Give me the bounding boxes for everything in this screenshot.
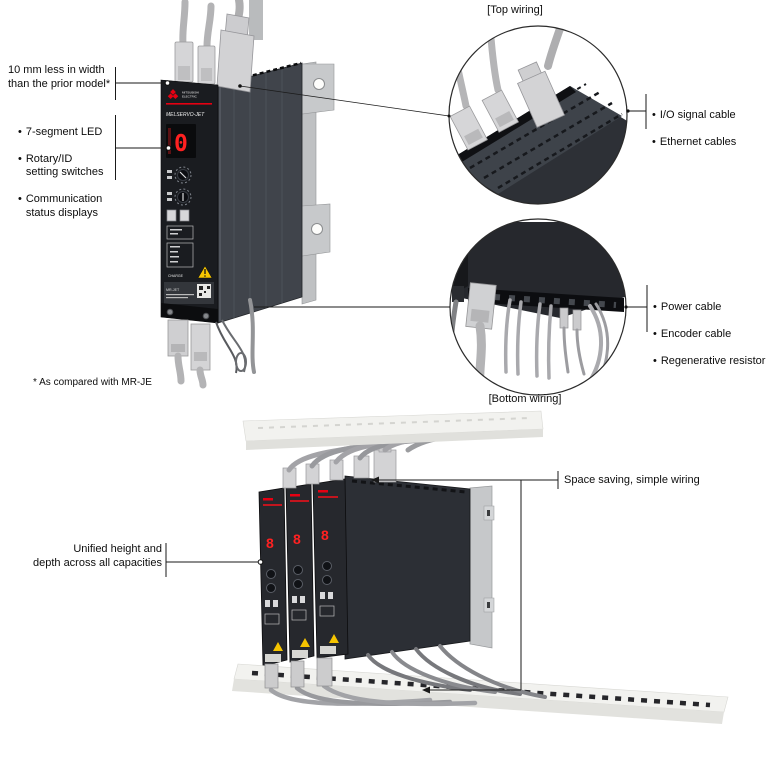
mitsubishi-logo-icon [167, 89, 179, 100]
red-accent-line [166, 103, 212, 105]
charge-label: CHARGE [168, 274, 184, 278]
bullet: • [652, 135, 656, 148]
bullet: • [653, 327, 657, 340]
brand-text-1: MITSUBISHI [182, 91, 199, 95]
io-port [179, 209, 190, 222]
wiring-item: • I/O signal cable [652, 108, 736, 121]
seven-segment-display: 0 [166, 124, 196, 158]
feature-item: • 7-segment LED [18, 125, 103, 138]
feature-item: • Rotary/ID setting switches [18, 152, 104, 179]
unified-label: Unified height and depth across all capa… [32, 543, 162, 569]
servo-drive-illustration: MITSUBISHI ELECTRIC MELSERVO-JET 0 [160, 0, 335, 389]
feature-list: • 7-segment LED • Rotary/ID setting swit… [18, 112, 118, 234]
io-cable-list: • I/O signal cable • Ethernet cables [652, 95, 777, 163]
large-drive-side [344, 475, 471, 660]
top-wiring-title: [Top wiring] [487, 4, 543, 16]
bullet: • [18, 193, 22, 205]
rating-label: MR-JET [164, 282, 214, 304]
drive-panel-2: 8 [285, 483, 315, 663]
qr-code [197, 284, 211, 298]
multi-axis-assembly: 8 8 8 [232, 410, 729, 724]
drive-side-face [217, 62, 303, 324]
series-text: MELSERVO-JET [166, 112, 205, 118]
bullet: • [18, 125, 22, 138]
status-legend-plates [166, 225, 194, 268]
svg-text:8: 8 [321, 527, 329, 543]
svg-text:0: 0 [174, 131, 188, 157]
bullet: • [653, 354, 657, 367]
drive-panel-3: 8 [312, 478, 349, 659]
leader-lines [115, 67, 648, 694]
bottom-cables [167, 298, 256, 389]
bottom-wiring-title: [Bottom wiring] [488, 393, 562, 405]
front-panel: MITSUBISHI ELECTRIC MELSERVO-JET 0 [160, 79, 219, 324]
wiring-item: • Ethernet cables [652, 135, 737, 148]
bullet: • [652, 108, 656, 121]
svg-text:8: 8 [266, 535, 274, 551]
cable-duct-top [242, 410, 544, 450]
bullet: • [18, 152, 22, 165]
wiring-item: • Power cable [653, 300, 722, 313]
bottom-wiring-circle [449, 218, 627, 396]
bullet: • [653, 300, 657, 313]
top-wiring-circle [448, 25, 628, 205]
feature-item: • Communication status displays [18, 193, 103, 219]
model-label: MR-JET [166, 288, 180, 292]
wiring-item: • Regenerative resistor [653, 354, 766, 367]
brand-text-2: ELECTRIC [182, 95, 198, 99]
power-cable-list: • Power cable • Encoder cable • Regenera… [653, 287, 778, 382]
drive-panel-1: 8 [258, 487, 288, 667]
svg-text:8: 8 [293, 531, 301, 547]
rotary-switches [167, 166, 192, 206]
width-note-label: 10 mm less in width than the prior model… [8, 64, 111, 90]
top-cables [174, 0, 255, 93]
assembly-bottom-connectors [264, 657, 333, 689]
warning-triangle-icon [197, 265, 213, 279]
footnote: * As compared with MR-JE [33, 377, 152, 388]
usb-port [166, 209, 177, 222]
wiring-item: • Encoder cable [653, 327, 732, 340]
space-saving-label: Space saving, simple wiring [564, 474, 700, 486]
